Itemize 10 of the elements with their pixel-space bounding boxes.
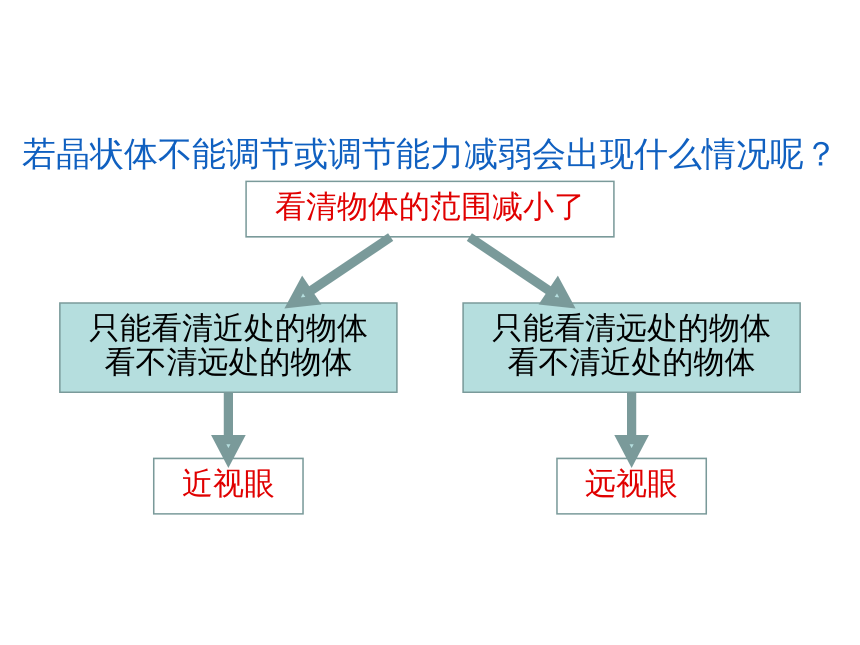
node-box: 近视眼 <box>152 457 304 514</box>
node-box: 只能看清远处的物体 看不清近处的物体 <box>462 302 801 393</box>
arrow <box>284 232 394 308</box>
arrow <box>466 232 576 308</box>
arrow <box>614 392 649 468</box>
node-box: 只能看清近处的物体 看不清远处的物体 <box>59 302 398 393</box>
diagram-title: 若晶状体不能调节或调节能力减弱会出现什么情况呢？ <box>22 134 838 173</box>
node-box: 看清物体的范围减小了 <box>245 180 615 238</box>
arrow <box>211 392 246 468</box>
node-box: 远视眼 <box>556 457 708 514</box>
